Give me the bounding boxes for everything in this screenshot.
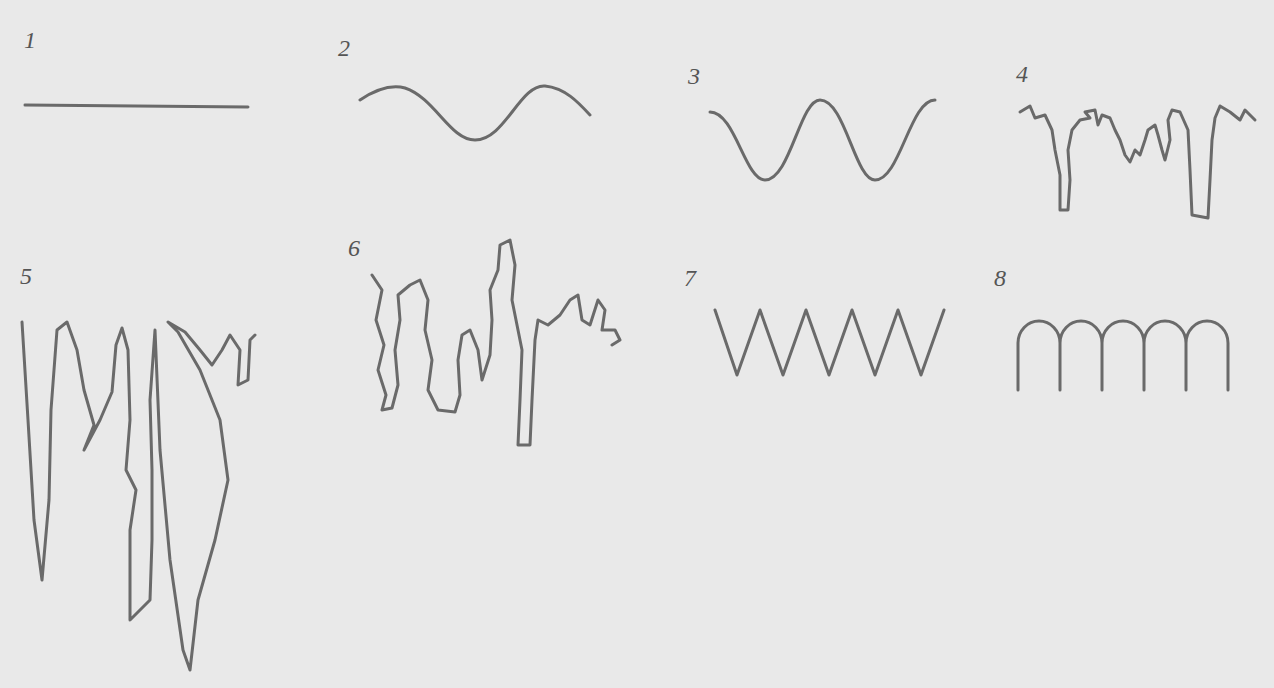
callout-number: 1 [24,28,36,52]
callout-number: 2 [338,36,350,60]
callout-number: 8 [994,266,1006,290]
straight-profile [25,105,248,107]
callout-number: 7 [684,266,696,290]
wave-profile [710,100,935,180]
callout-number: 6 [348,236,360,260]
irregular-profile [372,240,620,445]
gentle-wave-profile [360,86,590,140]
callout-number: 5 [20,264,32,288]
callout-number: 4 [1016,62,1028,86]
icicle-profile [22,322,255,670]
zigzag-profile [715,310,944,375]
arch-profile [1018,321,1228,390]
notched-profile [1020,106,1255,218]
callout-number: 3 [688,64,700,88]
